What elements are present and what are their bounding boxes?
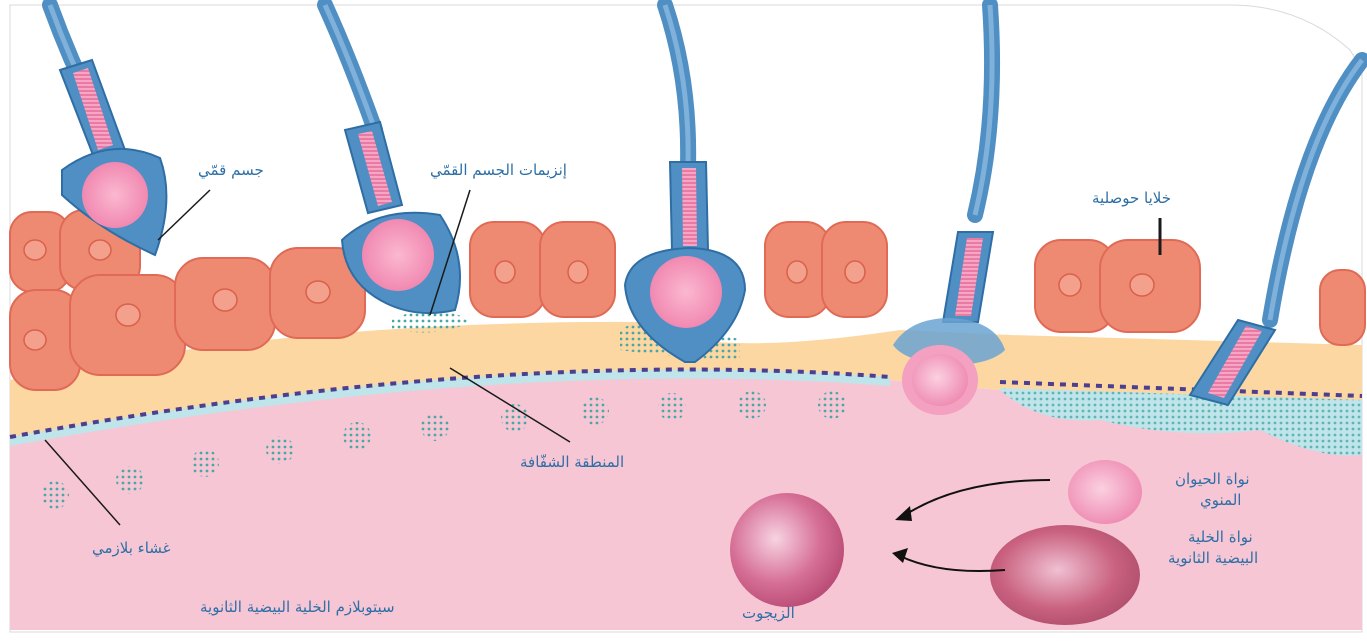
label-sperm-nucleus-1: نواة الحيوان xyxy=(1175,469,1250,489)
label-oocyte-nucleus-2: البيضية الثانوية xyxy=(1168,548,1258,568)
zygote xyxy=(730,493,844,607)
label-plasma-membrane: غشاء بلازمي xyxy=(92,538,171,558)
label-oocyte-cytoplasm: سيتوبلازم الخلية البيضية الثانوية xyxy=(200,597,395,617)
label-follicle-cells: خلايا حوصلية xyxy=(1092,188,1171,208)
sperm-nucleus xyxy=(1068,460,1142,524)
label-oocyte-nucleus-1: نواة الخلية xyxy=(1188,527,1253,547)
label-zona-pellucida: المنطقة الشفّافة xyxy=(520,452,624,472)
label-sperm-nucleus-2: المنوي xyxy=(1200,490,1241,510)
label-acrosome: جسم قمّي xyxy=(198,160,264,180)
label-acrosomal-enzymes: إنزيمات الجسم القمّي xyxy=(430,160,567,180)
oocyte-nucleus xyxy=(990,525,1140,625)
label-zygote: الزيجوت xyxy=(742,603,795,623)
